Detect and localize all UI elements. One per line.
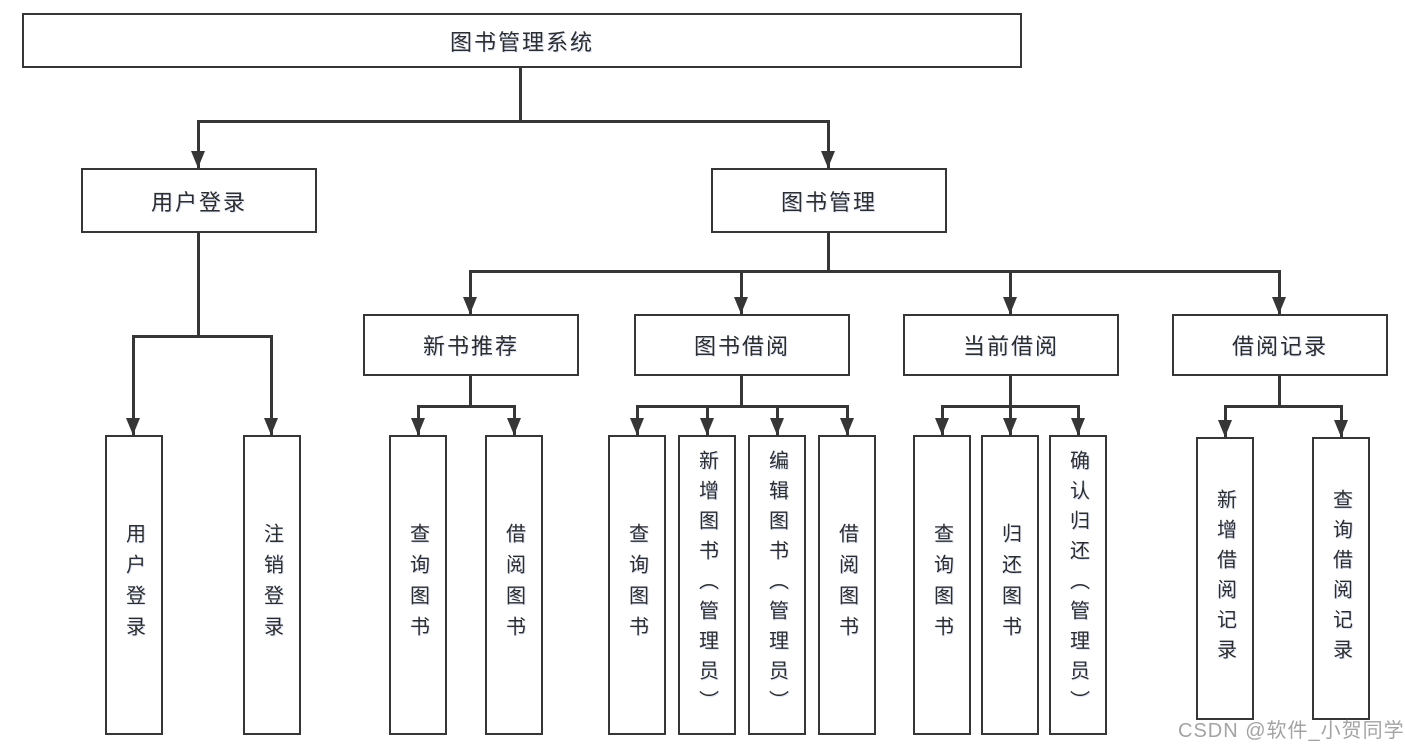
node-library-management-system: 图书管理系统 xyxy=(22,13,1022,68)
arrowhead-icon xyxy=(1003,297,1017,314)
leaf-label: 借阅图书 xyxy=(835,523,858,647)
connector-user-login-stem xyxy=(197,233,200,335)
leaf-borrow-books-recommend: 借阅图书 xyxy=(485,435,543,735)
connector-current-borrow-stem xyxy=(1009,376,1012,405)
node-current-borrow: 当前借阅 xyxy=(903,314,1119,376)
node-label: 新书推荐 xyxy=(422,334,519,359)
arrowhead-icon xyxy=(630,418,644,435)
connector-to-book-borrow xyxy=(740,270,743,314)
leaf-label: 查询图书 xyxy=(930,523,953,647)
connector-book-borrow-split xyxy=(636,405,849,408)
arrowhead-icon xyxy=(770,418,784,435)
node-label: 图书管理系统 xyxy=(449,29,594,55)
leaf-confirm-return-admin: 确认归还（管理员） xyxy=(1049,435,1107,735)
arrowhead-icon xyxy=(1071,418,1085,435)
arrowhead-icon xyxy=(507,418,521,435)
connector-to-user-login xyxy=(197,120,200,168)
leaf-label: 注销登录 xyxy=(260,523,283,647)
leaf-query-books-current: 查询图书 xyxy=(913,435,971,735)
leaf-logout: 注销登录 xyxy=(243,435,301,735)
leaf-add-borrow-record: 新增借阅记录 xyxy=(1196,437,1254,720)
node-new-book-recommend: 新书推荐 xyxy=(363,314,579,376)
leaf-label: 新增借阅记录 xyxy=(1213,488,1236,669)
connector-root-split xyxy=(197,120,830,123)
leaf-label: 归还图书 xyxy=(998,523,1021,647)
arrowhead-icon xyxy=(1003,418,1017,435)
leaf-label: 查询图书 xyxy=(406,523,429,647)
leaf-label: 编辑图书（管理员） xyxy=(765,450,788,720)
connector-to-leaf-user-login xyxy=(132,335,135,435)
leaf-query-borrow-record: 查询借阅记录 xyxy=(1312,437,1370,720)
connector-new-book-split xyxy=(417,405,516,408)
connector-to-current-borrow xyxy=(1009,270,1012,314)
leaf-borrow-books: 借阅图书 xyxy=(818,435,876,735)
node-book-borrow: 图书借阅 xyxy=(634,314,850,376)
arrowhead-icon xyxy=(264,418,278,435)
connector-book-management-stem xyxy=(827,233,830,272)
node-borrow-records: 借阅记录 xyxy=(1172,314,1388,376)
arrowhead-icon xyxy=(411,418,425,435)
leaf-label: 查询图书 xyxy=(625,523,648,647)
arrowhead-icon xyxy=(840,418,854,435)
node-label: 借阅记录 xyxy=(1231,334,1328,359)
connector-book-borrow-stem xyxy=(740,376,743,405)
leaf-query-books-borrow: 查询图书 xyxy=(608,435,666,735)
leaf-edit-books-admin: 编辑图书（管理员） xyxy=(748,435,806,735)
node-book-management: 图书管理 xyxy=(711,168,947,233)
leaf-label: 用户登录 xyxy=(122,523,145,647)
connector-borrow-records-stem xyxy=(1278,376,1281,405)
connector-root-stem xyxy=(519,68,522,120)
node-user-login: 用户登录 xyxy=(81,168,317,233)
connector-to-borrow-records xyxy=(1278,270,1281,314)
arrowhead-icon xyxy=(1218,420,1232,437)
csdn-watermark: CSDN @软件_小贺同学 xyxy=(1178,720,1405,742)
node-label: 图书管理 xyxy=(780,189,877,215)
connector-new-book-stem xyxy=(469,376,472,405)
arrowhead-icon xyxy=(191,151,205,168)
leaf-user-login: 用户登录 xyxy=(105,435,163,735)
leaf-return-books: 归还图书 xyxy=(981,435,1039,735)
arrowhead-icon xyxy=(935,418,949,435)
leaf-add-books-admin: 新增图书（管理员） xyxy=(678,435,736,735)
connector-to-leaf-logout xyxy=(270,335,273,435)
node-label: 图书借阅 xyxy=(693,334,790,359)
arrowhead-icon xyxy=(821,151,835,168)
node-label: 用户登录 xyxy=(150,189,247,215)
connector-level3-split xyxy=(469,270,1281,273)
leaf-label: 借阅图书 xyxy=(502,523,525,647)
connector-user-login-split xyxy=(132,335,273,338)
arrowhead-icon xyxy=(463,297,477,314)
leaf-query-books-recommend: 查询图书 xyxy=(389,435,447,735)
leaf-label: 查询借阅记录 xyxy=(1329,488,1352,669)
connector-to-book-management xyxy=(827,120,830,168)
node-label: 当前借阅 xyxy=(962,334,1059,359)
connector-to-new-book-recommend xyxy=(469,270,472,314)
arrowhead-icon xyxy=(1334,420,1348,437)
leaf-label: 新增图书（管理员） xyxy=(695,450,718,720)
arrowhead-icon xyxy=(126,418,140,435)
connector-borrow-records-split xyxy=(1224,405,1343,408)
arrowhead-icon xyxy=(1272,297,1286,314)
arrowhead-icon xyxy=(700,418,714,435)
arrowhead-icon xyxy=(734,297,748,314)
leaf-label: 确认归还（管理员） xyxy=(1066,450,1089,720)
